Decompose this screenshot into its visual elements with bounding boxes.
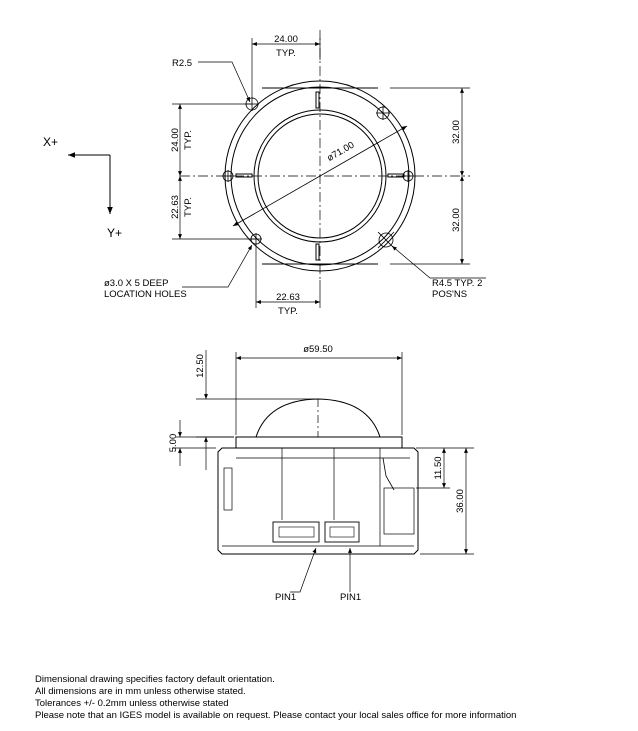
radius-large-line1: R4.5 TYP. 2 [432, 278, 482, 289]
radius-small-label: R2.5 [172, 58, 192, 69]
dim-right-lower-value: 32.00 [451, 208, 462, 232]
pin-left-label: PIN1 [275, 592, 296, 603]
note-line: Dimensional drawing specifies factory de… [35, 674, 275, 685]
dim-top-typ: TYP. [276, 48, 296, 59]
side-view [217, 398, 419, 555]
note-line: All dimensions are in mm unless otherwis… [35, 686, 246, 697]
note-line: Please note that an IGES model is availa… [35, 710, 517, 721]
dim-left-lower-value: 22.63 [170, 195, 181, 219]
dim-total-height: 36.00 [455, 489, 466, 513]
dim-left-upper-value: 24.00 [170, 128, 181, 152]
side-diameter-label: ø59.50 [303, 344, 333, 355]
top-view-dimensions [172, 38, 486, 308]
dim-connector: 11.50 [433, 456, 444, 479]
side-view-dimensions [172, 350, 474, 593]
dim-left-lower-typ: TYP. [183, 197, 194, 217]
radius-large-line2: POS'NS [432, 289, 467, 300]
x-axis-label: X+ [43, 135, 58, 149]
dim-bottom-value: 22.63 [276, 292, 300, 303]
dim-right-upper-value: 32.00 [451, 120, 462, 144]
dim-flange: 5.00 [168, 434, 179, 453]
note-line: Tolerances +/- 0.2mm unless otherwise st… [35, 698, 229, 709]
location-holes-line1: ø3.0 X 5 DEEP [104, 278, 168, 289]
dim-top-value: 24.00 [274, 34, 298, 45]
dim-left-upper-typ: TYP. [183, 130, 194, 150]
location-holes-line2: LOCATION HOLES [104, 289, 187, 300]
y-axis-label: Y+ [107, 226, 122, 240]
dim-dome-height: 12.50 [195, 354, 206, 378]
axis-indicator [68, 152, 113, 214]
diameter-label: ø71.00 [325, 140, 356, 164]
drawing-notes: Dimensional drawing specifies factory de… [35, 674, 516, 722]
pin-right-label: PIN1 [340, 592, 361, 603]
dim-bottom-typ: TYP. [278, 306, 298, 317]
dimensional-drawing: X+ Y+ [43, 30, 486, 603]
